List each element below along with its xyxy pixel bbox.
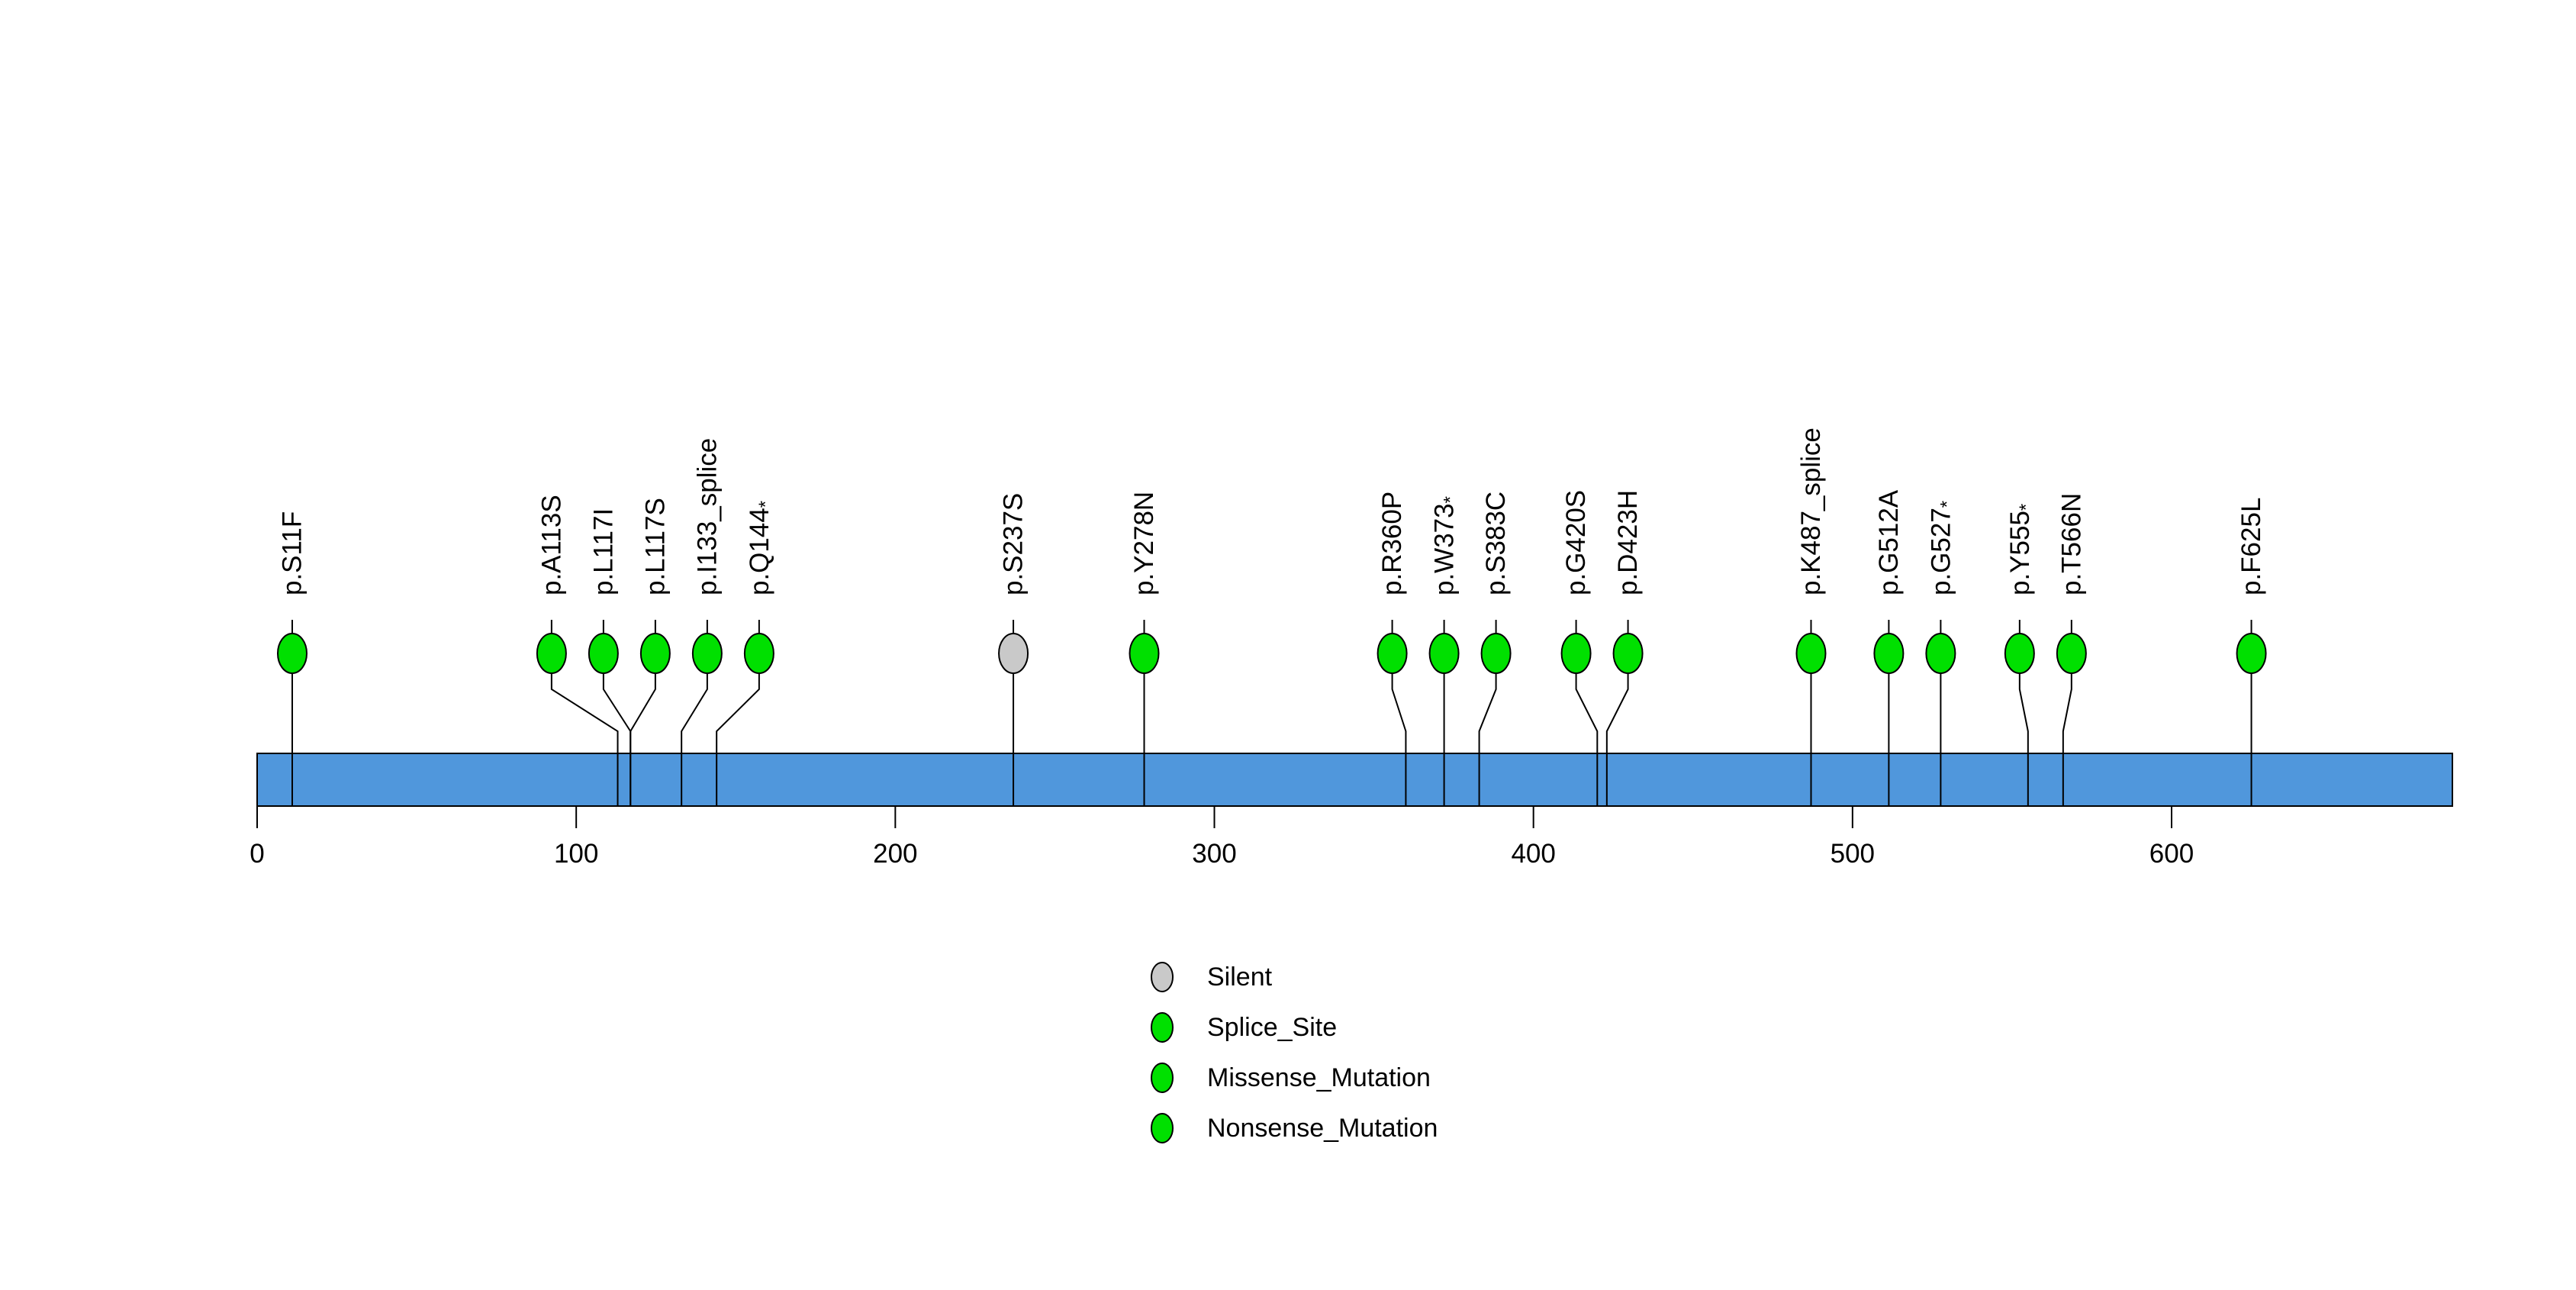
lollipop-circle-p.D423H — [1612, 633, 1644, 674]
legend-label-Silent: Silent — [1207, 963, 1273, 992]
mutation-label-p.G527*: p.G527* — [1926, 501, 1957, 595]
mutation-label-p.L117S: p.L117S — [640, 498, 670, 595]
mutation-label-p.K487_splice: p.K487_splice — [1796, 427, 1826, 595]
mutation-label-p.T566N: p.T566N — [2056, 493, 2086, 595]
lollipop-circle-p.Q144* — [743, 633, 774, 674]
axis-tick-label-500: 500 — [1831, 839, 1875, 869]
mutation-label-p.L117I: p.L117I — [588, 508, 618, 595]
lollipop-circle-p.G512A — [1873, 633, 1905, 674]
mutation-label-p.S383C: p.S383C — [1481, 492, 1511, 595]
lollipop-circle-p.W373* — [1428, 633, 1460, 674]
lollipop-circle-p.F625L — [2236, 633, 2267, 674]
lollipop-circle-p.Y278N — [1129, 633, 1160, 674]
axis-tick-label-600: 600 — [2149, 839, 2194, 869]
legend-swatch-Silent — [1151, 962, 1174, 992]
legend-swatch-Nonsense_Mutation — [1151, 1113, 1174, 1143]
axis-tick-label-200: 200 — [873, 839, 917, 869]
lollipop-circle-p.R360P — [1377, 633, 1408, 674]
mutation-label-p.G420S: p.G420S — [1561, 490, 1591, 595]
axis-tick-label-400: 400 — [1511, 839, 1555, 869]
legend-label-Nonsense_Mutation: Nonsense_Mutation — [1207, 1114, 1438, 1143]
lollipop-circle-p.S237S — [998, 633, 1029, 674]
mutation-label-p.S237S: p.S237S — [999, 493, 1029, 595]
lollipop-circle-p.A113S — [536, 633, 567, 674]
mutation-label-p.I133_splice: p.I133_splice — [692, 438, 722, 595]
mutation-label-p.G512A: p.G512A — [1874, 489, 1904, 595]
mutation-label-p.D423H: p.D423H — [1613, 490, 1643, 595]
legend-swatch-Missense_Mutation — [1151, 1063, 1174, 1093]
lollipop-circle-p.L117I — [588, 633, 619, 674]
legend-label-Splice_Site: Splice_Site — [1207, 1013, 1337, 1042]
axis-tick-label-300: 300 — [1192, 839, 1236, 869]
axis-tick-label-0: 0 — [250, 839, 264, 869]
axis-tick-label-100: 100 — [554, 839, 598, 869]
lollipop-circle-p.K487_splice — [1795, 633, 1827, 674]
lollipop-circle-p.S383C — [1480, 633, 1512, 674]
mutation-label-p.F625L: p.F625L — [2236, 498, 2266, 595]
lollipop-circle-p.S11F — [276, 633, 308, 674]
lollipop-circle-p.T566N — [2056, 633, 2087, 674]
mutation-label-p.Y278N: p.Y278N — [1129, 492, 1159, 595]
lollipop-circle-p.Y555* — [2004, 633, 2035, 674]
mutation-label-p.S11F: p.S11F — [277, 511, 307, 595]
mutation-label-p.R360P: p.R360P — [1377, 492, 1407, 595]
mutation-label-p.W373*: p.W373* — [1429, 496, 1460, 595]
lollipop-circle-p.L117S — [639, 633, 671, 674]
protein-backbone-bar — [256, 753, 2453, 807]
mutation-label-p.A113S: p.A113S — [536, 495, 566, 595]
legend-label-Missense_Mutation: Missense_Mutation — [1207, 1063, 1431, 1092]
lollipop-circle-p.G527* — [1925, 633, 1956, 674]
legend-swatch-Splice_Site — [1151, 1012, 1174, 1043]
mutation-label-p.Y555*: p.Y555* — [2004, 504, 2036, 595]
lollipop-circle-p.I133_splice — [691, 633, 723, 674]
lollipop-circle-p.G420S — [1560, 633, 1592, 674]
mutation-label-p.Q144*: p.Q144* — [744, 501, 775, 595]
